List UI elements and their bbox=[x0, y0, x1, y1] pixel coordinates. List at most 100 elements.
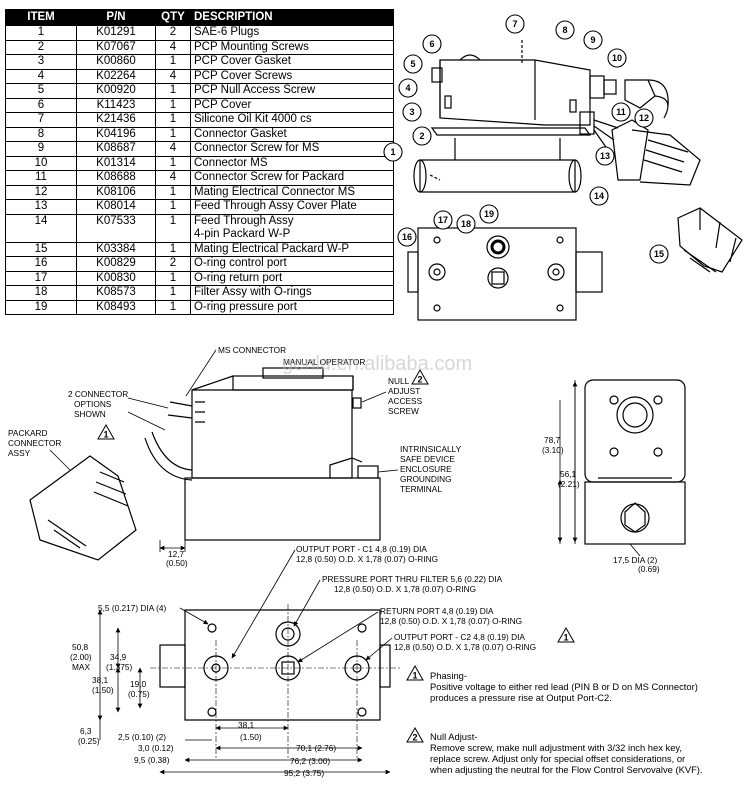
two-connector-label-1: OPTIONS bbox=[74, 399, 112, 409]
callout-number-9: 9 bbox=[590, 35, 595, 45]
triangle-num-2a: 2 bbox=[418, 375, 423, 385]
row-description: Mating Electrical Packard W-P bbox=[190, 241, 394, 257]
row-item-text: 3 bbox=[37, 55, 45, 67]
row-description-text: PCP Null Access Screw bbox=[194, 84, 316, 96]
callout-circle-13 bbox=[595, 146, 615, 166]
null-adjust-body-1: replace screw. Adjust only for special o… bbox=[430, 753, 685, 764]
row-item-text: 2 bbox=[37, 40, 45, 53]
row-description-text: PCP Cover Screws bbox=[194, 69, 293, 82]
phasing-title: Phasing- bbox=[430, 670, 467, 681]
row-pn: K02264 bbox=[76, 68, 156, 84]
row-item: 11 bbox=[5, 170, 77, 186]
callout-number-18: 18 bbox=[461, 219, 471, 229]
callout-number-5: 5 bbox=[410, 59, 415, 69]
row-qty-text: 4 bbox=[169, 69, 177, 82]
row-pn-text: K07533 bbox=[96, 214, 136, 227]
dim-787-0: 78,7 bbox=[544, 435, 561, 445]
dim-190-1: (0.75) bbox=[128, 689, 150, 699]
callout-number-7: 7 bbox=[512, 19, 517, 29]
dim-95: 9,5 (0.38) bbox=[134, 755, 170, 765]
row-pn-text: K02264 bbox=[96, 69, 136, 82]
row-pn-text: K08106 bbox=[96, 185, 136, 198]
callout-circle-7 bbox=[505, 14, 525, 34]
row-item-text: 11 bbox=[35, 171, 47, 183]
row-item-text: 4 bbox=[37, 69, 45, 82]
row-pn-text: K01291 bbox=[96, 26, 136, 38]
row-qty-text: 4 bbox=[169, 142, 177, 154]
row-description: Connector Screw for MS bbox=[190, 141, 394, 157]
row-pn-text: K03384 bbox=[96, 242, 136, 255]
row-description-text: PCP Cover bbox=[194, 98, 252, 111]
row-description-text: PCP Mounting Screws bbox=[194, 40, 309, 53]
row-pn: K08493 bbox=[76, 299, 156, 315]
dim-787-1: (3.10) bbox=[542, 445, 564, 455]
callout-circle-14 bbox=[589, 186, 609, 206]
row-description: O-ring pressure port bbox=[190, 299, 394, 315]
row-qty-text: 1 bbox=[169, 127, 177, 140]
row-item-text: 8 bbox=[37, 127, 45, 140]
row-description: Connector Screw for Packard bbox=[190, 170, 394, 186]
row-qty-text: 1 bbox=[169, 98, 177, 111]
callout-circle-5 bbox=[403, 54, 423, 74]
callout-number-15: 15 bbox=[654, 249, 664, 259]
row-description-text: PCP Cover Gasket bbox=[194, 55, 291, 67]
triangle-num-1a: 1 bbox=[104, 430, 109, 440]
header-pn: P/N bbox=[76, 9, 156, 26]
dim-25: 2,5 (0.10) (2) bbox=[118, 732, 166, 742]
row-description: Connector Gasket bbox=[190, 126, 394, 142]
row-item-text: 17 bbox=[34, 271, 48, 284]
dim-508-1: (2.00) bbox=[70, 652, 92, 662]
manual-operator-label: MANUAL OPERATOR bbox=[283, 357, 365, 367]
intrinsic-label-0: INTRINSICALLY bbox=[400, 444, 462, 454]
callout-circle-4 bbox=[398, 78, 418, 98]
intrinsic-label-3: GROUNDING bbox=[400, 474, 452, 484]
output-c2-label-1: 12,8 (0.50) O.D. X 1,78 (0.07) O-RING bbox=[394, 642, 536, 652]
dim-381v-0: 38,1 bbox=[92, 675, 109, 685]
row-description-text: O-ring control port bbox=[194, 257, 287, 269]
dim-701: 70,1 (2.76) bbox=[296, 743, 336, 753]
null-adjust-label-3: SCREW bbox=[388, 406, 419, 416]
row-description: PCP Cover Screws bbox=[190, 68, 394, 84]
row-qty-text: 1 bbox=[169, 271, 177, 284]
row-qty: 4 bbox=[155, 141, 191, 157]
row-description: Silicone Oil Kit 4000 cs bbox=[190, 112, 394, 128]
row-qty: 1 bbox=[155, 299, 191, 315]
header-qty: QTY bbox=[155, 9, 191, 26]
dim-127-0: 12,7 bbox=[168, 549, 185, 559]
row-qty-text: 1 bbox=[169, 84, 177, 96]
intrinsic-label-1: SAFE DEVICE bbox=[400, 454, 455, 464]
phasing-body-1: produces a pressure rise at Output Port-… bbox=[430, 692, 612, 703]
dim-381h-0: 38,1 bbox=[238, 720, 255, 730]
output-c1-label-1: 12,8 (0.50) O.D. X 1,78 (0.07) O-RING bbox=[296, 554, 438, 564]
callout-circle-10 bbox=[607, 48, 627, 68]
row-item-text: 6 bbox=[37, 98, 45, 111]
packard-label-2: ASSY bbox=[8, 448, 31, 458]
row-pn-text: K01314 bbox=[96, 156, 136, 169]
row-description-text: O-ring pressure port bbox=[194, 300, 297, 313]
output-c1-label-0: OUTPUT PORT - C1 4,8 (0.19) DIA bbox=[296, 544, 427, 554]
callout-number-4: 4 bbox=[405, 83, 410, 93]
callout-number-6: 6 bbox=[429, 39, 434, 49]
row-pn-text: K08688 bbox=[96, 171, 136, 183]
row-qty-text: 1 bbox=[169, 185, 177, 198]
callout-circle-16 bbox=[397, 227, 417, 247]
row-pn: K07067 bbox=[76, 39, 156, 55]
row-qty-text: 1 bbox=[169, 242, 177, 255]
row-pn: K07533 bbox=[76, 213, 156, 243]
pressure-port-label-1: 12,8 (0.50) O.D. X 1,78 (0.07) O-RING bbox=[334, 584, 476, 594]
dim-508-2: MAX bbox=[72, 662, 90, 672]
row-pn-text: K00830 bbox=[96, 271, 136, 284]
row-description: Mating Electrical Connector MS bbox=[190, 184, 394, 200]
dim-55: 5,5 (0.217) DIA (4) bbox=[98, 603, 166, 613]
callout-circle-3 bbox=[402, 102, 422, 122]
row-description-text: Feed Through Assy bbox=[194, 214, 294, 227]
row-pn-text: K07067 bbox=[96, 40, 136, 53]
